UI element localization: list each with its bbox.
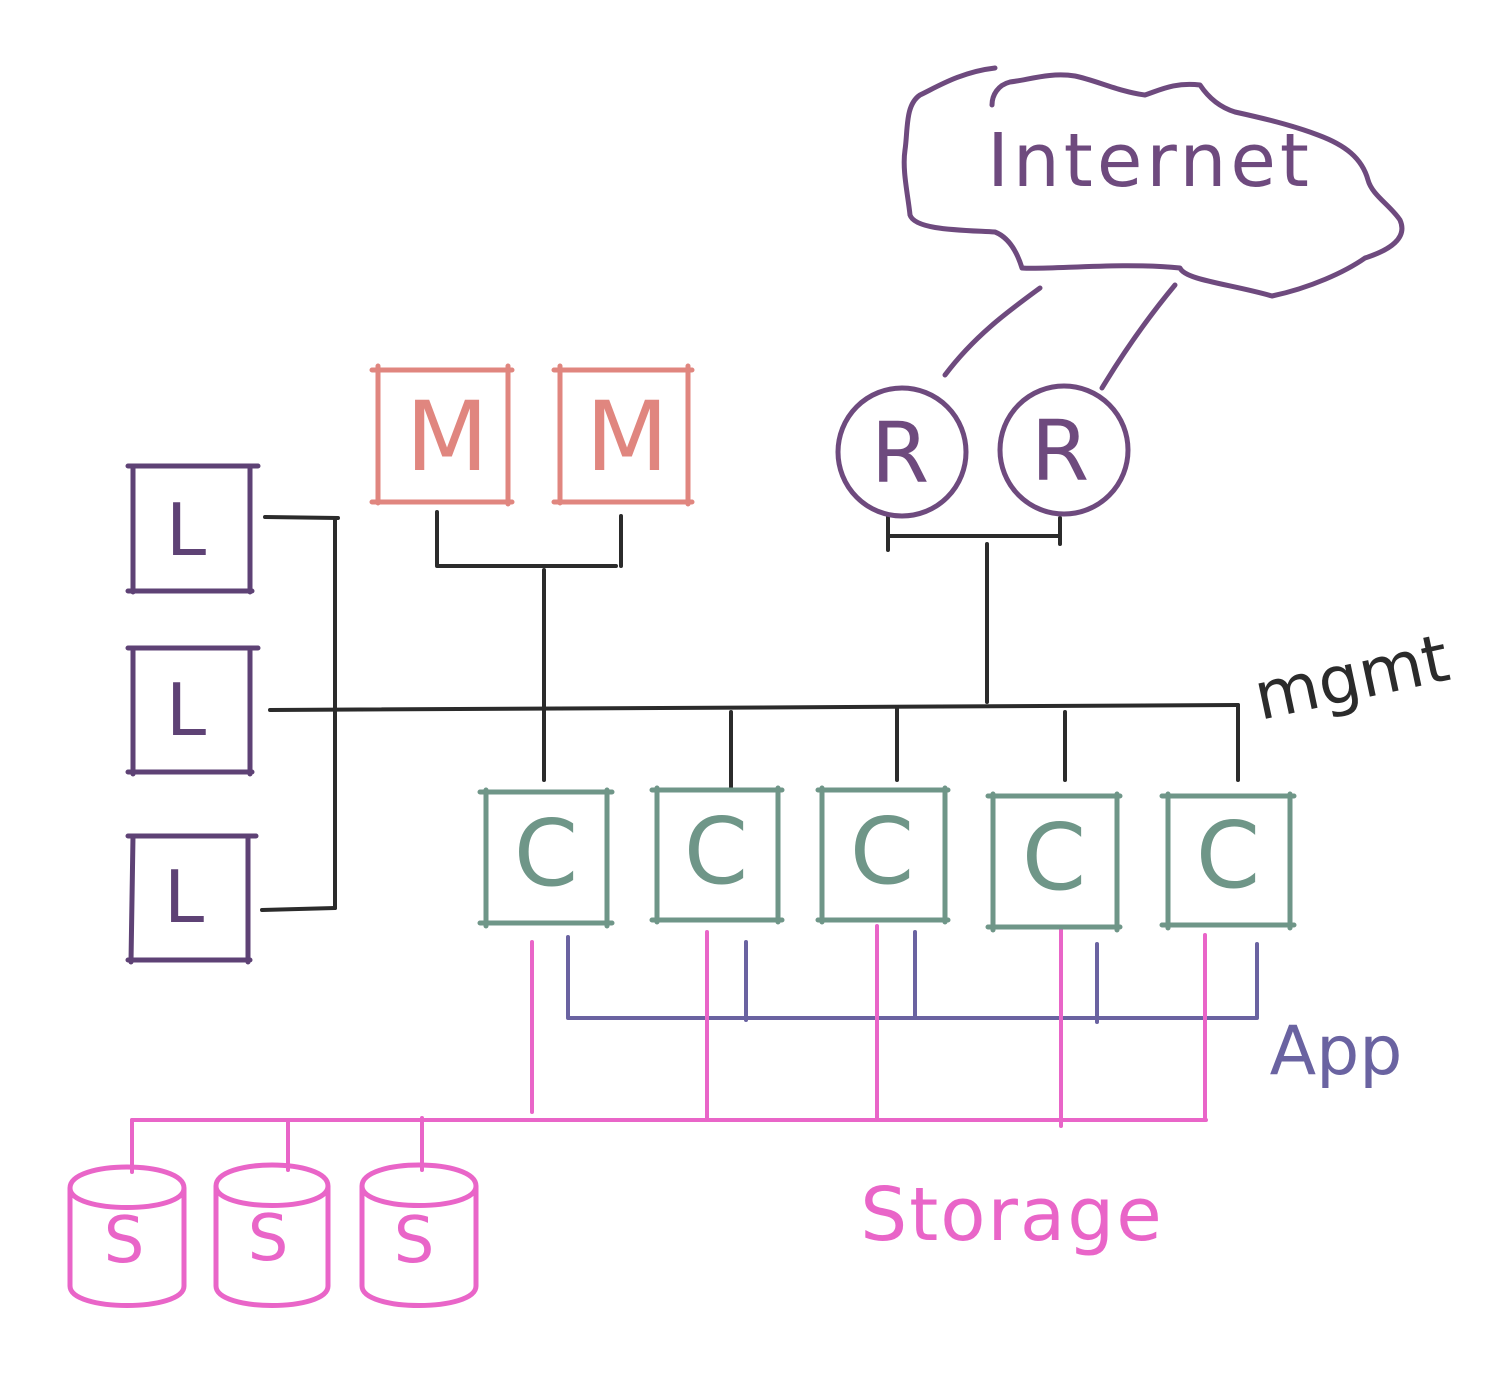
storage-node: S — [359, 1162, 479, 1308]
compute-node-box — [1159, 791, 1297, 931]
router-node-circle — [997, 383, 1131, 517]
storage-node: S — [213, 1162, 331, 1308]
compute-node-box — [985, 791, 1123, 933]
app-bus — [566, 935, 1258, 1020]
login-nodes: L L L — [125, 463, 261, 965]
internet-router-link-1 — [942, 285, 1043, 378]
login-node-label: L — [166, 668, 206, 752]
storage-node-cylinder — [67, 1164, 187, 1308]
login-node: L — [125, 833, 259, 965]
mgmt-login-link-3 — [260, 906, 337, 912]
router-nodes: R R — [835, 383, 1131, 519]
compute-node-box — [649, 785, 785, 925]
mgmt-management-bracket — [435, 510, 618, 568]
storage-node-cylinder — [359, 1162, 479, 1308]
compute-node-label: C — [514, 800, 578, 907]
login-node-box — [125, 645, 261, 777]
management-nodes: M M — [369, 363, 695, 507]
storage-node: S — [67, 1164, 187, 1308]
compute-node: C — [649, 785, 785, 925]
management-node: M — [369, 363, 515, 507]
router-node-label: R — [1031, 402, 1089, 500]
management-node-box — [369, 363, 515, 507]
management-node-label: M — [586, 381, 669, 493]
app-label: App — [1270, 1012, 1403, 1091]
login-node-box — [125, 833, 259, 965]
internet-cloud-outline — [901, 65, 1405, 299]
mgmt-label: mgmt — [1247, 619, 1455, 735]
storage-label: Storage — [860, 1172, 1164, 1258]
compute-node: C — [985, 791, 1123, 933]
management-node: M — [551, 363, 695, 507]
storage-node-cylinder — [213, 1162, 331, 1308]
app-network: App — [566, 930, 1403, 1091]
storage-node-label: S — [248, 1202, 289, 1276]
compute-node-label: C — [850, 798, 914, 905]
compute-node: C — [815, 785, 951, 925]
management-node-label: M — [406, 381, 489, 493]
storage-network: Storage — [130, 924, 1208, 1258]
compute-node-label: C — [684, 798, 748, 905]
compute-nodes: C C C C C — [477, 785, 1297, 933]
mgmt-bus — [268, 703, 1240, 712]
login-node: L — [125, 645, 261, 777]
management-node-box — [551, 363, 695, 507]
compute-node: C — [477, 787, 615, 929]
router-node-label: R — [871, 404, 929, 502]
compute-node-label: C — [1022, 804, 1086, 911]
router-node: R — [835, 385, 969, 519]
compute-node-label: C — [1196, 802, 1260, 909]
compute-node-box — [815, 785, 951, 925]
mgmt-network: mgmt — [260, 510, 1456, 912]
internet-router-link-2 — [1099, 282, 1178, 391]
login-node: L — [125, 463, 261, 595]
mgmt-login-link-1 — [263, 515, 340, 520]
storage-nodes: S S S — [67, 1162, 479, 1308]
compute-node-box — [477, 787, 615, 929]
compute-node: C — [1159, 791, 1297, 931]
storage-node-label: S — [104, 1204, 145, 1278]
login-node-label: L — [166, 488, 206, 572]
router-node: R — [997, 383, 1131, 517]
login-node-box — [125, 463, 261, 595]
login-node-label: L — [164, 855, 204, 939]
internet-label: Internet — [987, 118, 1313, 204]
router-node-circle — [835, 385, 969, 519]
storage-node-label: S — [394, 1204, 435, 1278]
internet-cloud: Internet — [901, 65, 1405, 391]
